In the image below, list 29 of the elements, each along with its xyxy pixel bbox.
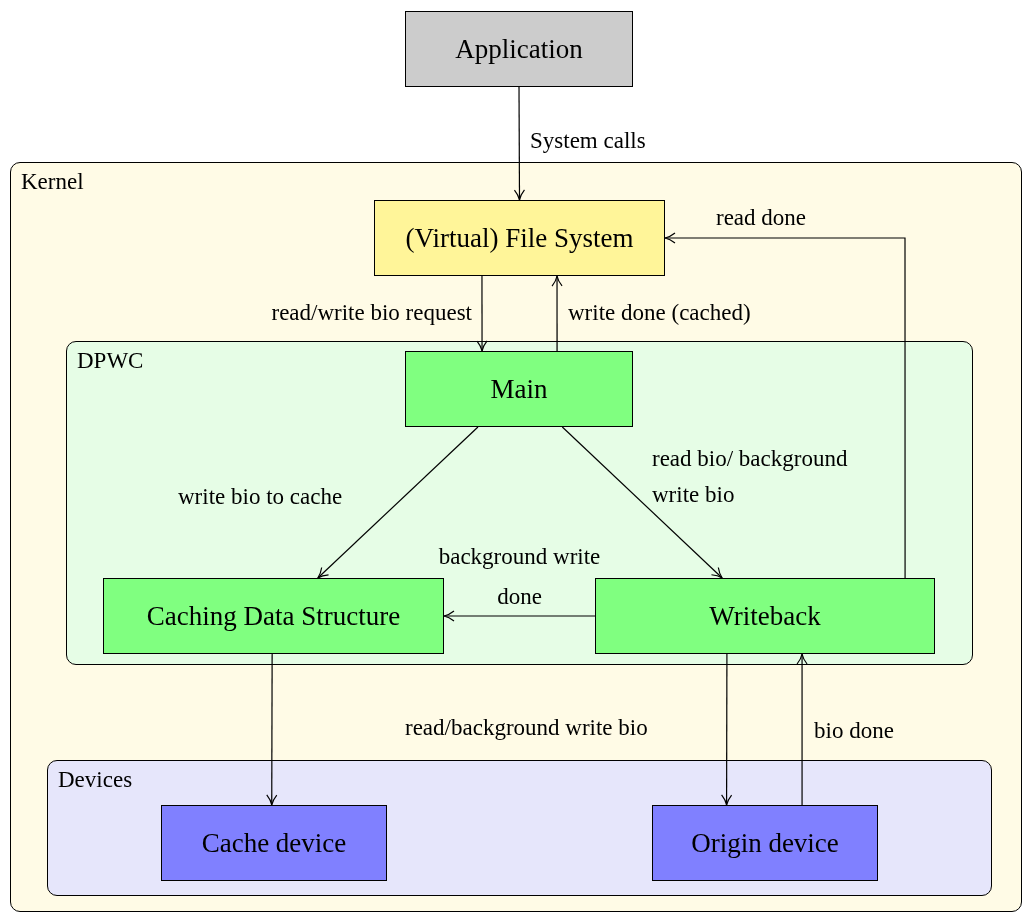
node-label: Origin device (691, 827, 839, 859)
edge-label: read/background write bio (405, 714, 649, 742)
container-box (10, 162, 1022, 912)
process-box (405, 11, 633, 87)
edge-label: System calls (530, 127, 647, 155)
edge-label: bio done (814, 717, 895, 745)
process-box (595, 578, 935, 654)
node-label: Cache device (201, 827, 347, 859)
edge-label: read/write bio request (270, 299, 472, 327)
node-label: Writeback (709, 600, 821, 632)
node-label: (Virtual) File System (405, 222, 634, 254)
container-box (47, 760, 992, 896)
container-heading: DPWC (77, 348, 144, 374)
container-box (66, 341, 973, 665)
node-label: Main (490, 373, 548, 405)
edge-label: write done (cached) (568, 299, 752, 327)
device-box (652, 805, 878, 881)
process-box (405, 351, 633, 427)
container-heading: Kernel (21, 169, 84, 195)
process-box (374, 200, 665, 276)
edge-label: write bio to cache (178, 483, 344, 511)
process-box (103, 578, 444, 654)
edge-label: read done (716, 204, 808, 232)
edge-label: read bio/ background write bio (652, 445, 849, 509)
node-label: Application (455, 33, 583, 65)
device-box (161, 805, 387, 881)
edge-label: background write done (437, 543, 602, 611)
container-heading: Devices (58, 767, 133, 793)
node-label: Caching Data Structure (146, 600, 401, 632)
